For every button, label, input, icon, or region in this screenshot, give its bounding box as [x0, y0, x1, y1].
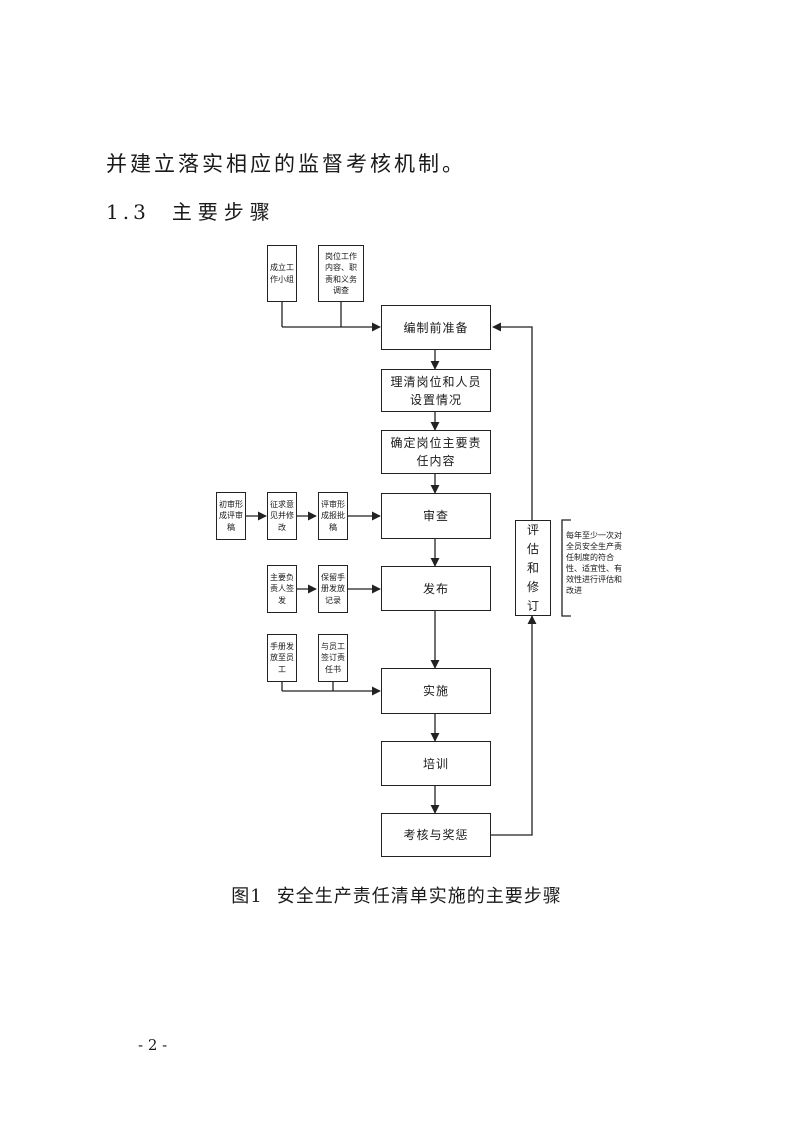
step-training: 培训 [381, 741, 491, 786]
review-input-box: 征求意见并修改 [267, 492, 297, 540]
step-review: 审查 [381, 493, 491, 539]
section-number: 1.3 [106, 200, 150, 224]
figure-caption: 图1 安全生产责任清单实施的主要步骤 [0, 882, 793, 908]
step-implement: 实施 [381, 668, 491, 714]
step-assessment: 考核与奖惩 [381, 813, 491, 857]
connector-arrow [492, 322, 533, 520]
implement-input-box: 与员工签订责任书 [318, 634, 348, 682]
step-confirm-duties: 确定岗位主要责任内容 [381, 430, 491, 474]
evaluation-note: 每年至少一次对全员安全生产责任制度的符合性、适宜性、有效性进行评估和改进 [566, 531, 622, 595]
implement-input-box: 手册发放至员工 [267, 634, 297, 682]
figure-number: 图1 [231, 886, 263, 907]
review-input-box: 评审形成报批稿 [318, 492, 348, 540]
review-input-box: 初审形成评审稿 [216, 492, 246, 540]
body-text-line: 并建立落实相应的监督考核机制。 [106, 152, 466, 176]
publish-input-box: 保留手册发放记录 [318, 565, 348, 613]
page-number: - 2 - [138, 1036, 168, 1054]
evaluation-box: 评估和修订 [515, 520, 551, 616]
step-sort-positions: 理清岗位和人员设置情况 [381, 369, 491, 412]
section-title: 主要步骤 [171, 200, 276, 224]
step-publish: 发布 [381, 566, 491, 611]
step-preparation: 编制前准备 [381, 305, 491, 350]
figure-caption-text: 安全生产责任清单实施的主要步骤 [276, 886, 562, 907]
section-heading: 1.3 主要步骤 [106, 196, 276, 225]
publish-input-box: 主要负责人签发 [267, 565, 297, 613]
note-bracket [561, 519, 571, 617]
prep-input-box: 成立工作小组 [267, 245, 297, 302]
connector-arrow [491, 615, 537, 836]
prep-input-box: 岗位工作内容、职责和义务调查 [318, 245, 364, 302]
